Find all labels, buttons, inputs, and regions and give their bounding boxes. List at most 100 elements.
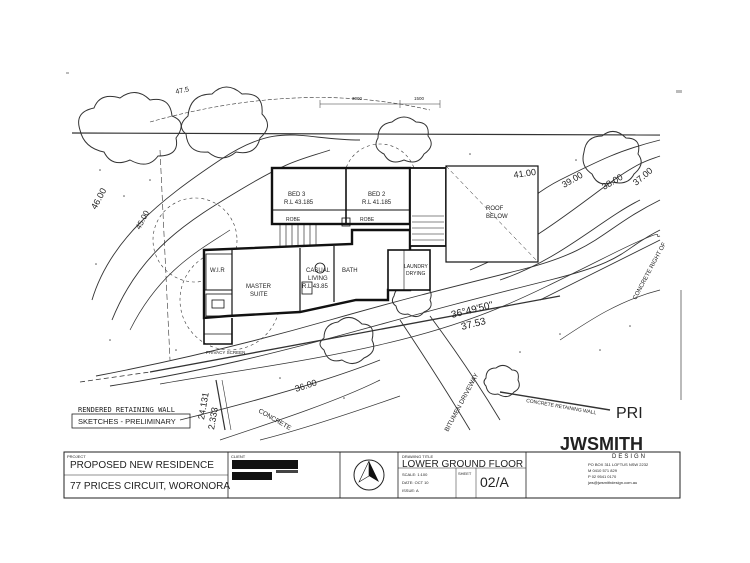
bearing-boundary: [149, 295, 561, 373]
label-bath: BATH: [342, 268, 358, 274]
contour-right-37: [499, 199, 641, 281]
label-casual-rl: R.L 43.85: [302, 284, 328, 290]
sheet-number: 02/A: [480, 474, 509, 490]
sketches-box: [71, 413, 191, 429]
client-redaction-1: [232, 460, 298, 469]
concrete-retaining-wall: [499, 391, 611, 411]
dim-b: 1500: [414, 96, 425, 101]
top-boundary-line: [71, 132, 661, 136]
ensuite: [205, 293, 233, 317]
concrete-right-of-label: CONCRETE RIGHT OF: [632, 241, 667, 301]
contour-bottom-a: [219, 379, 381, 441]
upper-block: [270, 166, 412, 226]
logo-main: JWSMITH: [560, 434, 643, 454]
contour-label-45: 45.00: [134, 209, 152, 231]
pri-fragment: PRI: [616, 405, 643, 422]
room-labels: BED 3 R.L 43.185 BED 2 R.L 41.185 ROBE R…: [206, 192, 508, 355]
label-bed3-rl: R.L 43.185: [284, 200, 314, 206]
contour-46: [91, 134, 361, 301]
drawing-title: LOWER GROUND FLOOR: [402, 459, 523, 470]
contact-line-2: M 0410 571 829: [588, 468, 618, 473]
title-block: PROJECT PROPOSED NEW RESIDENCE 77 PRICES…: [63, 434, 681, 499]
contact-line-4: jws@jwsmithdesign.com.au: [587, 480, 637, 485]
logo-sub: DESIGN: [612, 454, 647, 460]
contour-44: [129, 229, 231, 331]
concrete-right-of-way: [539, 239, 661, 301]
client-caption: CLIENT: [231, 454, 246, 459]
client-redaction-3: [276, 470, 298, 473]
label-roof: ROOF: [486, 206, 504, 212]
dim-a: 3000: [352, 96, 363, 101]
building-floor-plan: [202, 165, 539, 345]
contour-45: [111, 149, 331, 321]
label-bed2: BED 2: [368, 192, 386, 198]
north-arrow-icon: [353, 459, 385, 491]
bearing-label: 36°49'50": [450, 300, 495, 321]
label-drying: DRYING: [406, 271, 425, 277]
drawing-title-caption: DRAWING TITLE: [402, 454, 433, 459]
client-redaction-2: [232, 472, 272, 480]
bearing-boundary-dash: [79, 371, 151, 383]
label-privacy-screen: PRIVACY SCREEN: [206, 350, 245, 355]
contour-lower-1: [95, 199, 661, 377]
wir-room: [205, 253, 233, 291]
spot-levels: [95, 153, 631, 399]
jwsmith-logo: JWSMITH DESIGN: [560, 434, 647, 460]
tree-outline-7: [483, 364, 520, 398]
label-roof-below: BELOW: [486, 214, 508, 220]
rendered-retaining-wall: RENDERED RETAINING WALL: [78, 406, 175, 414]
contour-label-41: 41.00: [513, 167, 537, 180]
label-suite: SUITE: [250, 292, 268, 298]
label-robe-b: ROBE: [360, 217, 375, 223]
label-master: MASTER: [246, 284, 272, 290]
contour-label-38: 38.00: [600, 172, 625, 192]
issue-label: ISSUE: A: [402, 488, 419, 493]
label-living: LIVING: [308, 276, 328, 282]
top-bearing-label: 47.5: [175, 86, 190, 96]
side-dim-label: 2.333: [206, 406, 220, 430]
contour-label-46: 46.00: [89, 186, 108, 211]
driveway-label: BITUMEN DRIVEWAY: [444, 372, 481, 433]
sketches-label: SKETCHES - PRELIMINARY: [78, 417, 176, 426]
bearing-distance: 37.53: [460, 316, 487, 333]
tree-outline-3: [375, 116, 432, 163]
stair-treads-right: [412, 215, 444, 241]
tree-outline-1: [78, 92, 182, 165]
stair-well: [409, 167, 447, 247]
label-wir: W.I.R: [210, 268, 225, 274]
contour-36: [179, 359, 381, 421]
contour-lower-2: [109, 229, 661, 387]
label-casual: CASUAL: [306, 268, 331, 274]
scale-label: SCALE: 1:100: [402, 472, 428, 477]
concrete-left-label: CONCRETE: [257, 408, 293, 433]
contact-line-1: PO BOX 311 LOFTUS NSW 2232: [588, 462, 649, 467]
contour-label-36: 36.00: [294, 377, 319, 393]
driveway-right-edge: [429, 315, 501, 421]
contact-line-3: P 02 9541 0170: [588, 474, 617, 479]
project-name: PROPOSED NEW RESIDENCE: [70, 460, 214, 471]
contour-lower-3: [159, 234, 661, 385]
label-robe-a: ROBE: [286, 217, 301, 223]
label-laundry: LAUNDRY: [404, 264, 428, 270]
label-bed2-rl: R.L 41.185: [362, 200, 392, 206]
laundry-room: [387, 249, 431, 291]
label-bed3: BED 3: [288, 192, 306, 198]
project-caption: PROJECT: [67, 454, 86, 459]
date-label: DATE: OCT 10: [402, 480, 429, 485]
tree-outline-4: [582, 131, 642, 185]
privacy-screen: [203, 318, 233, 345]
contour-label-37: 37.00: [631, 165, 655, 187]
tree-outline-2: [181, 86, 268, 159]
contour-label-39: 39.00: [560, 170, 585, 190]
notes-area: RENDERED RETAINING WALL SKETCHES - PRELI…: [71, 406, 191, 429]
contour-bottom-b: [259, 395, 401, 441]
left-boundary: [159, 149, 171, 361]
side-dim-label-2: 24.131: [196, 391, 211, 420]
living-block: [202, 228, 412, 320]
project-address: 77 PRICES CIRCUIT, WORONORA: [70, 481, 230, 492]
top-bearing-arc: [149, 97, 431, 123]
concrete-retaining-label: CONCRETE RETAINING WALL: [526, 398, 597, 416]
driveway-left-edge: [399, 319, 471, 431]
tree-outline-5: [319, 317, 375, 364]
